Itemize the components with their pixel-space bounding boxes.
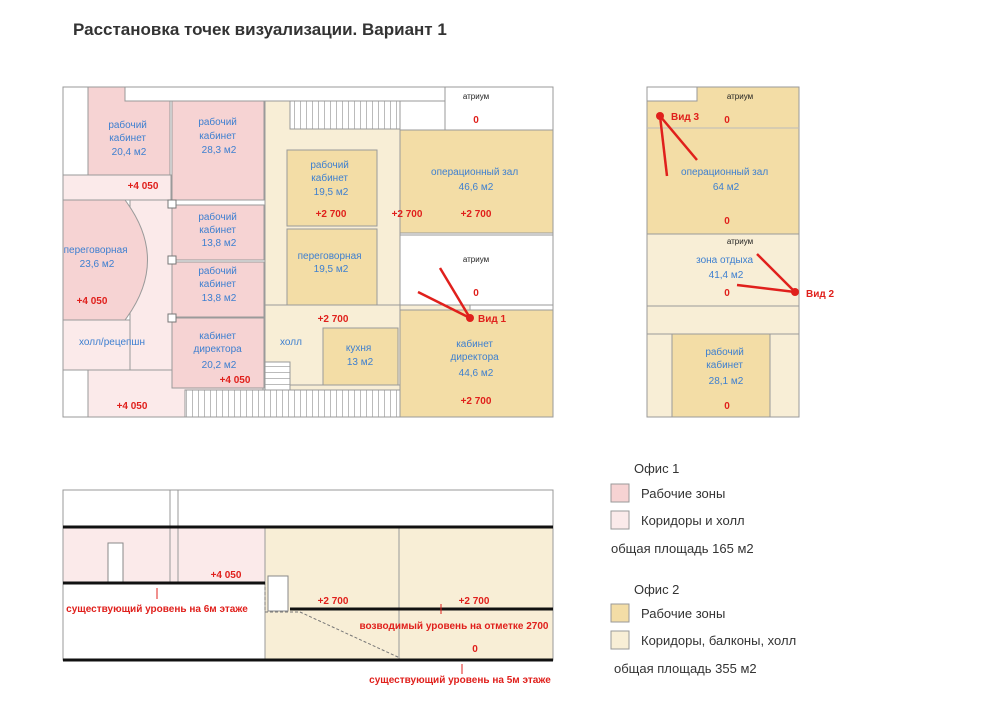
legend-swatch-o1-work [610, 483, 630, 503]
room-s3 [671, 333, 771, 418]
top-wall [124, 86, 446, 102]
atrium-1 [444, 86, 554, 131]
room-r10 [399, 129, 554, 234]
view-label-2: Вид 2 [806, 289, 834, 300]
level-mark: +4 050 [117, 401, 148, 412]
legend-office2-corridor: Коридоры, балконы, холл [641, 633, 796, 648]
section-office2 [264, 526, 554, 661]
legend-office2-title: Офис 2 [634, 582, 679, 597]
level-mark: +2 700 [318, 314, 349, 325]
room-label-r6: кабинет директора 20,2 м2 [194, 330, 245, 371]
legend-office1-area: общая площадь 165 м2 [611, 541, 754, 556]
room-r5 [171, 261, 265, 318]
section-office1 [62, 526, 266, 583]
legend-swatch-o2-corridor [610, 630, 630, 650]
room-label-r13: кабинет директора 44,6 м2 [451, 338, 502, 379]
section-level: 0 [472, 644, 478, 655]
atrium-2 [399, 234, 554, 306]
room-r13 [399, 309, 554, 418]
level-mark: +2 700 [316, 209, 347, 220]
level-mark: +4 050 [77, 296, 108, 307]
legend-office1-title: Офис 1 [634, 461, 679, 476]
room-r9 [286, 228, 378, 306]
stairs-bottom [184, 389, 401, 418]
room-label-r12: кухня 13 м2 [346, 343, 374, 368]
legend-office1-corridor: Коридоры и холл [641, 513, 745, 528]
view-label-3: Вид 3 [671, 112, 699, 123]
level-mark: +2 700 [392, 209, 423, 220]
legend-office2-work: Рабочие зоны [641, 606, 725, 621]
section-view [62, 489, 554, 674]
level-mark: 0 [724, 401, 730, 412]
legend-office2-area: общая площадь 355 м2 [614, 661, 757, 676]
room-r8 [286, 149, 378, 227]
atrium-label-3: атриум [727, 92, 753, 101]
level-mark: +4 050 [220, 375, 251, 386]
section-level: +4 050 [211, 570, 242, 581]
room-r2 [171, 86, 265, 201]
atrium-label-1: атриум [463, 92, 489, 101]
view-point-1 [466, 314, 474, 322]
page-title: Расстановка точек визуализации. Вариант … [73, 20, 447, 39]
room-label-s1: операционный зал 64 м2 [681, 167, 771, 193]
column [167, 313, 177, 323]
room-label-s2: зона отдыха 41,4 м2 [696, 255, 756, 281]
section-note-2700: возводимый уровень на отметке 2700 [360, 621, 549, 632]
view-label-1: Вид 1 [478, 314, 506, 325]
section-level: +2 700 [459, 596, 490, 607]
room-r6 [171, 317, 265, 389]
atrium-label-2: атриум [463, 255, 489, 264]
stairs-side [264, 361, 291, 391]
legend-office1-work: Рабочие зоны [641, 486, 725, 501]
room-label-r10: операционный зал 46,6 м2 [431, 167, 521, 193]
view-point-3 [656, 112, 664, 120]
room-s1 [646, 86, 800, 235]
section-level: +2 700 [318, 596, 349, 607]
room-label-r9: переговорная 19,5 м2 [298, 251, 365, 275]
level-mark: 0 [724, 216, 730, 227]
section-note-5: существующий уровень на 5м этаже [369, 675, 551, 686]
section-stair [264, 582, 401, 659]
room-label-r3: переговорная 23,6 м2 [64, 245, 131, 270]
stairs-top [289, 100, 401, 130]
room-label-r4: рабочий кабинет 13,8 м2 [198, 211, 239, 249]
level-mark: 0 [724, 115, 730, 126]
room-label-r8: рабочий кабинет 19,5 м2 [310, 159, 351, 198]
section-door-2 [267, 575, 289, 612]
atrium-label-4: атриум [727, 237, 753, 246]
plan-office-2 [646, 86, 800, 418]
top-wall-2 [646, 86, 698, 102]
balcony [646, 305, 800, 335]
legend-swatch-o2-work [610, 603, 630, 623]
plan-office-1 [62, 86, 554, 418]
section-note-6: существующий уровень на 6м этаже [66, 604, 248, 615]
level-mark: 0 [473, 288, 479, 299]
view-lines [417, 115, 796, 320]
level-mark: +2 700 [461, 396, 492, 407]
room-r1 [87, 86, 171, 176]
wall-strip [62, 86, 89, 176]
level-mark: +4 050 [128, 181, 159, 192]
room-r3 [62, 199, 148, 321]
column [167, 199, 177, 209]
legend-swatch-o1-corridor [610, 510, 630, 530]
level-mark: +2 700 [461, 209, 492, 220]
view-point-2 [791, 288, 799, 296]
level-mark: 0 [473, 115, 479, 126]
room-label-r1: рабочий кабинет 20,4 м2 [108, 119, 149, 158]
room-r12 [322, 327, 399, 386]
room-label-r2: рабочий кабинет 28,3 м2 [198, 116, 239, 156]
room-label-r5: рабочий кабинет 13,8 м2 [198, 265, 239, 304]
room-label-r11: холл [280, 337, 302, 348]
section-door [107, 542, 124, 583]
room-label-s3: рабочий кабинет 28,1 м2 [705, 346, 746, 387]
level-mark: 0 [724, 288, 730, 299]
room-r4 [171, 204, 265, 261]
room-label-r7: холл/рецепшн [79, 337, 145, 348]
column [167, 255, 177, 265]
